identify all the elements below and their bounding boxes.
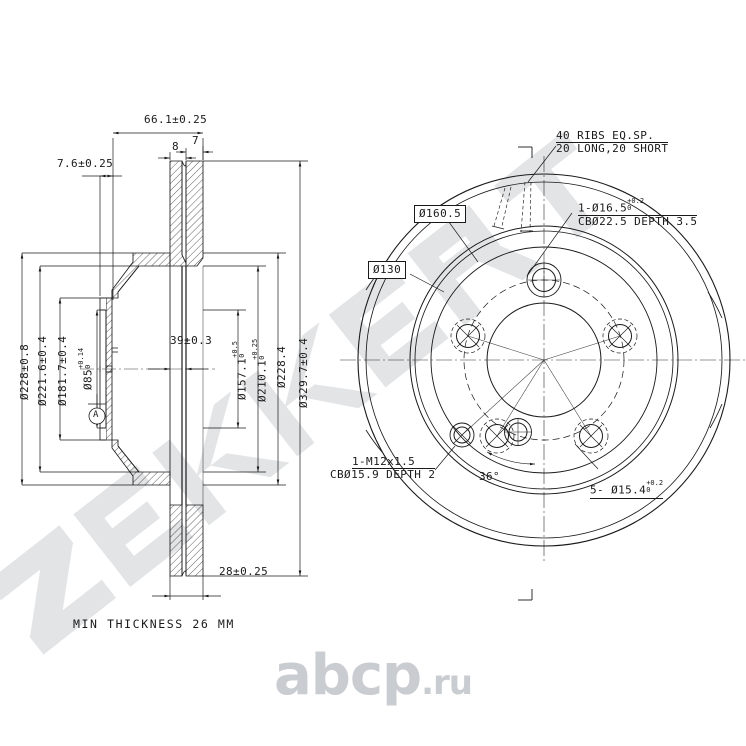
dim-dia-329-7: Ø329.7±0.4 bbox=[297, 337, 310, 408]
dim-8: 8 bbox=[172, 140, 180, 153]
dim-7: 7 bbox=[192, 134, 200, 147]
abcp-logo-suffix: .ru bbox=[421, 663, 473, 703]
dim-dia-228-4: Ø228.4 bbox=[275, 345, 288, 388]
abcp-logo-watermark: abcp.ru bbox=[0, 648, 746, 704]
section-bottom-dimensions bbox=[152, 576, 221, 600]
angle-36-dim bbox=[486, 451, 536, 466]
callout-angle-36: 36° bbox=[479, 470, 501, 483]
callout-leaders bbox=[409, 145, 599, 471]
datum-a-label: A bbox=[93, 410, 99, 420]
dim-dia-181-7: Ø181.7±0.4 bbox=[56, 335, 69, 406]
face-view bbox=[340, 145, 746, 601]
dim-7-6: 7.6±0.25 bbox=[57, 157, 114, 170]
dim-66-1: 66.1±0.25 bbox=[144, 113, 208, 126]
callout-dia-160-5: Ø160.5 bbox=[414, 205, 467, 223]
dim-dia-228: Ø228±0.8 bbox=[18, 343, 31, 400]
dim-39: 39±0.3 bbox=[170, 334, 213, 347]
rib-indications bbox=[493, 181, 532, 233]
section-top-dimensions bbox=[82, 131, 213, 300]
datum-a-symbol bbox=[88, 394, 106, 425]
dim-28: 28±0.25 bbox=[219, 565, 269, 578]
dim-dia-221-6: Ø221.6±0.4 bbox=[36, 335, 49, 406]
min-thickness-note: MIN THICKNESS 26 MM bbox=[73, 617, 235, 631]
section-vertical-dimensions bbox=[20, 160, 308, 577]
locating-hole-geometry bbox=[504, 418, 532, 446]
callout-dia-130: Ø130 bbox=[368, 261, 407, 279]
abcp-logo-text: abcp bbox=[273, 643, 422, 708]
callout-ribs-note: 40 RIBS EQ.SP. 20 LONG,20 SHORT bbox=[556, 129, 669, 156]
section-view bbox=[99, 160, 204, 577]
callout-thread-hole: 1-M12x1.5 CBØ15.9 DEPTH 2 bbox=[330, 455, 436, 482]
